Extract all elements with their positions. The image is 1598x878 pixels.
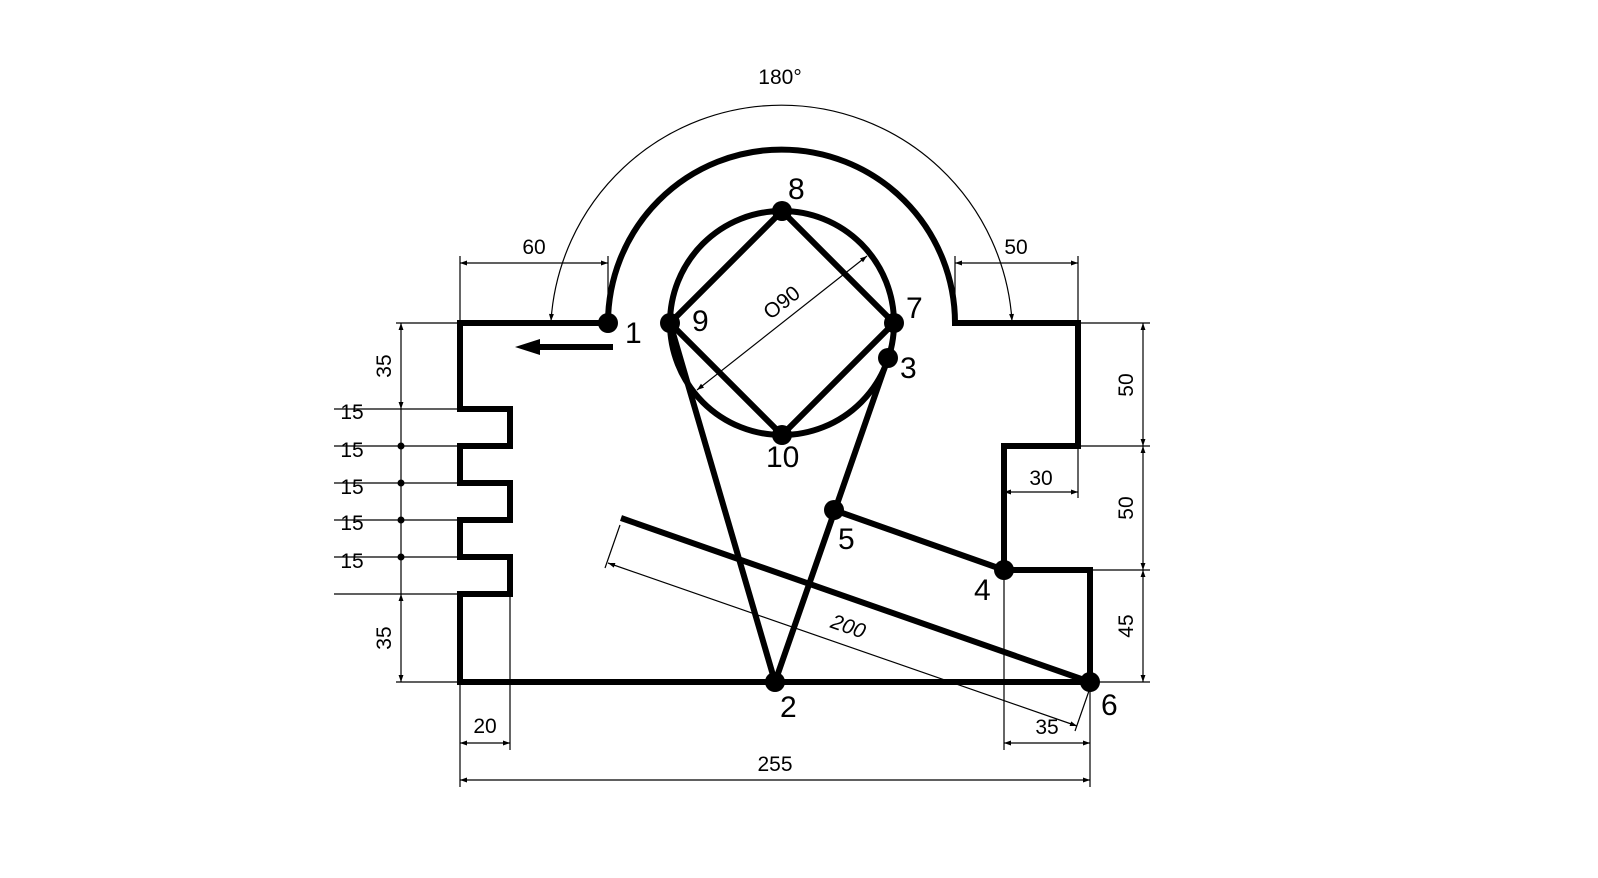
dim-top-right-text: 50 (1004, 236, 1027, 259)
point-4-label: 4 (974, 574, 991, 607)
dim-left-top-text: 35 (373, 354, 396, 377)
point-8-dot (772, 201, 792, 221)
dim-notch2-text: 15 (340, 439, 363, 462)
point-4-dot (994, 560, 1014, 580)
dim-diameter: O90 (696, 255, 868, 391)
dim-left-bottom-text: 35 (373, 626, 396, 649)
slant-line (620, 515, 1091, 685)
dim-bottom-left-text: 20 (473, 715, 496, 738)
point-3-label: 3 (900, 352, 917, 385)
point-10-dot (772, 425, 792, 445)
dim-notch5-text: 15 (340, 550, 363, 573)
dim-slant-length-text: 200 (827, 610, 869, 644)
point-2-dot (765, 672, 785, 692)
points (598, 201, 1100, 692)
line-5-4 (833, 507, 1005, 573)
point-10-label: 10 (766, 441, 799, 474)
point-9-label: 9 (692, 305, 709, 338)
point-5-dot (824, 500, 844, 520)
point-2-label: 2 (780, 691, 797, 724)
dim-angle-180-text: 180° (758, 66, 801, 89)
dim-step-width: 30 (1004, 449, 1079, 498)
point-5-label: 5 (838, 523, 855, 556)
point-7-label: 7 (906, 292, 923, 325)
point-6-label: 6 (1101, 689, 1118, 722)
dim-top-left-text: 60 (522, 236, 545, 259)
dim-right-bottom-text: 45 (1115, 614, 1138, 637)
part-outline (457, 146, 1093, 685)
dim-notch4-text: 15 (340, 512, 363, 535)
dim-top-right: 50 (954, 236, 1079, 320)
dim-step-width-text: 30 (1029, 467, 1052, 490)
dim-right-top-text: 50 (1115, 373, 1138, 396)
dim-right-chain: 50 50 45 (1081, 322, 1150, 683)
dim-angle-180: 180° (549, 66, 1014, 322)
point-1-dot (598, 313, 618, 333)
dim-left-chain: 35 15 15 15 15 15 35 (334, 322, 460, 683)
dim-overall-width-text: 255 (757, 753, 792, 776)
point-8-label: 8 (788, 173, 805, 206)
point-6-dot (1080, 672, 1100, 692)
dim-bottom-right-text: 35 (1035, 716, 1058, 739)
direction-arrow (515, 339, 613, 355)
point-labels: 1 2 3 4 5 6 7 8 9 10 (625, 173, 1118, 724)
dim-diameter-text: O90 (759, 282, 804, 325)
dim-right-mid-text: 50 (1115, 496, 1138, 519)
dim-notch3-text: 15 (340, 476, 363, 499)
point-1-label: 1 (625, 317, 642, 350)
point-9-dot (660, 313, 680, 333)
dim-top-left: 60 (459, 236, 609, 320)
dim-notch1-text: 15 (340, 401, 363, 424)
point-3-dot (878, 348, 898, 368)
point-7-dot (884, 313, 904, 333)
